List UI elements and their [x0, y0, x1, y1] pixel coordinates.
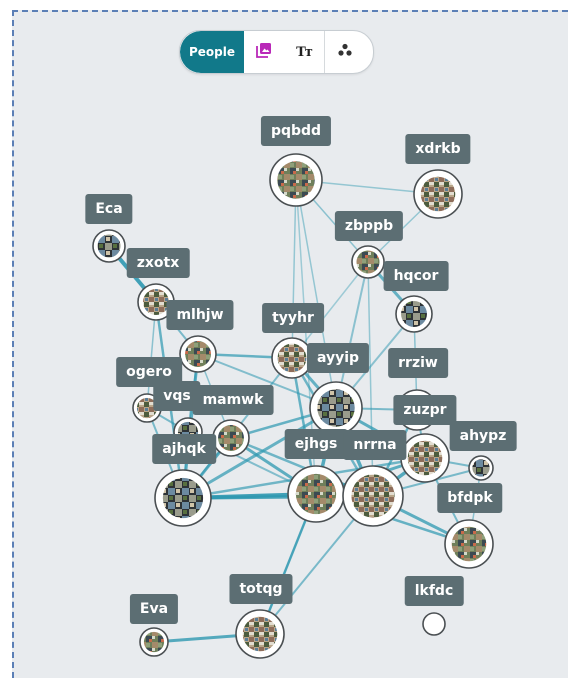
photo-cluster-thumbnail	[143, 289, 169, 315]
view-toolbar: People Tт	[179, 30, 374, 74]
text-size-button[interactable]: Tт	[284, 31, 324, 73]
node-ejhgs[interactable]	[287, 465, 345, 523]
person-label-xdrkb[interactable]: xdrkb	[405, 134, 471, 164]
node-xdrkb[interactable]	[413, 169, 463, 219]
person-label-nrrna[interactable]: nrrna	[343, 430, 407, 460]
node-circle[interactable]	[422, 612, 446, 636]
node-Eva[interactable]	[139, 627, 169, 657]
photo-cluster-thumbnail	[401, 301, 427, 327]
photo-cluster-thumbnail	[295, 473, 337, 515]
person-label-zxotx[interactable]: zxotx	[126, 248, 190, 278]
person-label-ahypz[interactable]: ahypz	[449, 421, 517, 451]
node-tyyhr[interactable]	[271, 337, 313, 379]
node-bfdpk[interactable]	[444, 519, 494, 569]
person-label-lkfdc[interactable]: lkfdc	[404, 576, 464, 606]
photo-library-icon	[256, 42, 272, 62]
photo-cluster-thumbnail	[185, 341, 211, 367]
node-mamwk[interactable]	[212, 419, 250, 457]
person-label-Eva[interactable]: Eva	[129, 594, 179, 624]
node-lkfdc[interactable]	[422, 612, 446, 636]
photo-cluster-thumbnail	[218, 425, 244, 451]
people-graph-panel[interactable]: People Tт	[12, 10, 568, 678]
cluster-button[interactable]	[325, 31, 365, 73]
person-label-zbppb[interactable]: zbppb	[334, 211, 404, 241]
node-ayyip[interactable]	[309, 381, 363, 435]
node-totqg[interactable]	[235, 609, 285, 659]
photo-cluster-thumbnail	[451, 526, 487, 562]
person-label-ajhqk[interactable]: ajhqk	[152, 434, 216, 464]
node-Eca[interactable]	[92, 229, 126, 263]
person-label-ayyip[interactable]: ayyip	[306, 343, 370, 373]
photo-cluster-thumbnail	[136, 397, 158, 419]
photo-cluster-thumbnail	[351, 474, 395, 518]
node-ajhqk[interactable]	[154, 469, 212, 527]
photo-cluster-thumbnail	[97, 234, 121, 258]
node-nrrna[interactable]	[342, 465, 404, 527]
photo-cluster-thumbnail	[317, 389, 355, 427]
people-tab-button[interactable]: People	[180, 31, 244, 73]
photo-cluster-thumbnail	[407, 440, 443, 476]
edge-zbppb-nrrna	[367, 261, 374, 497]
text-size-icon: Tт	[296, 44, 313, 60]
cluster-icon	[337, 42, 353, 62]
person-label-rrziw[interactable]: rrziw	[388, 348, 448, 378]
photo-cluster-thumbnail	[356, 250, 380, 274]
person-label-pqbdd[interactable]: pqbdd	[260, 116, 332, 146]
person-label-mamwk[interactable]: mamwk	[192, 385, 274, 415]
toolbar-divider	[324, 31, 325, 73]
person-label-ejhgs[interactable]: ejhgs	[284, 429, 348, 459]
person-label-hqcor[interactable]: hqcor	[383, 261, 449, 291]
person-label-totqg[interactable]: totqg	[229, 574, 293, 604]
photo-cluster-thumbnail	[472, 459, 490, 477]
photo-cluster-thumbnail	[277, 343, 307, 373]
person-label-zuzpr[interactable]: zuzpr	[393, 395, 457, 425]
photo-cluster-thumbnail	[162, 477, 204, 519]
node-zxotx[interactable]	[137, 283, 175, 321]
person-label-bfdpk[interactable]: bfdpk	[437, 483, 503, 513]
photo-cluster-thumbnail	[420, 176, 456, 212]
node-hqcor[interactable]	[395, 295, 433, 333]
photo-cluster-thumbnail	[242, 616, 278, 652]
node-zuzpr[interactable]	[400, 433, 450, 483]
node-zbppb[interactable]	[351, 245, 385, 279]
node-ahypz[interactable]	[468, 455, 494, 481]
edge-ayyip-ajhqk	[182, 406, 337, 500]
photo-library-button[interactable]	[244, 31, 284, 73]
node-mlhjw[interactable]	[179, 335, 217, 373]
photo-cluster-thumbnail	[143, 631, 165, 653]
node-pqbdd[interactable]	[269, 153, 323, 207]
person-label-Eca[interactable]: Eca	[85, 194, 133, 224]
person-label-tyyhr[interactable]: tyyhr	[262, 303, 324, 333]
person-label-ogero[interactable]: ogero	[116, 357, 182, 387]
photo-cluster-thumbnail	[277, 161, 315, 199]
person-label-mlhjw[interactable]: mlhjw	[166, 300, 234, 330]
